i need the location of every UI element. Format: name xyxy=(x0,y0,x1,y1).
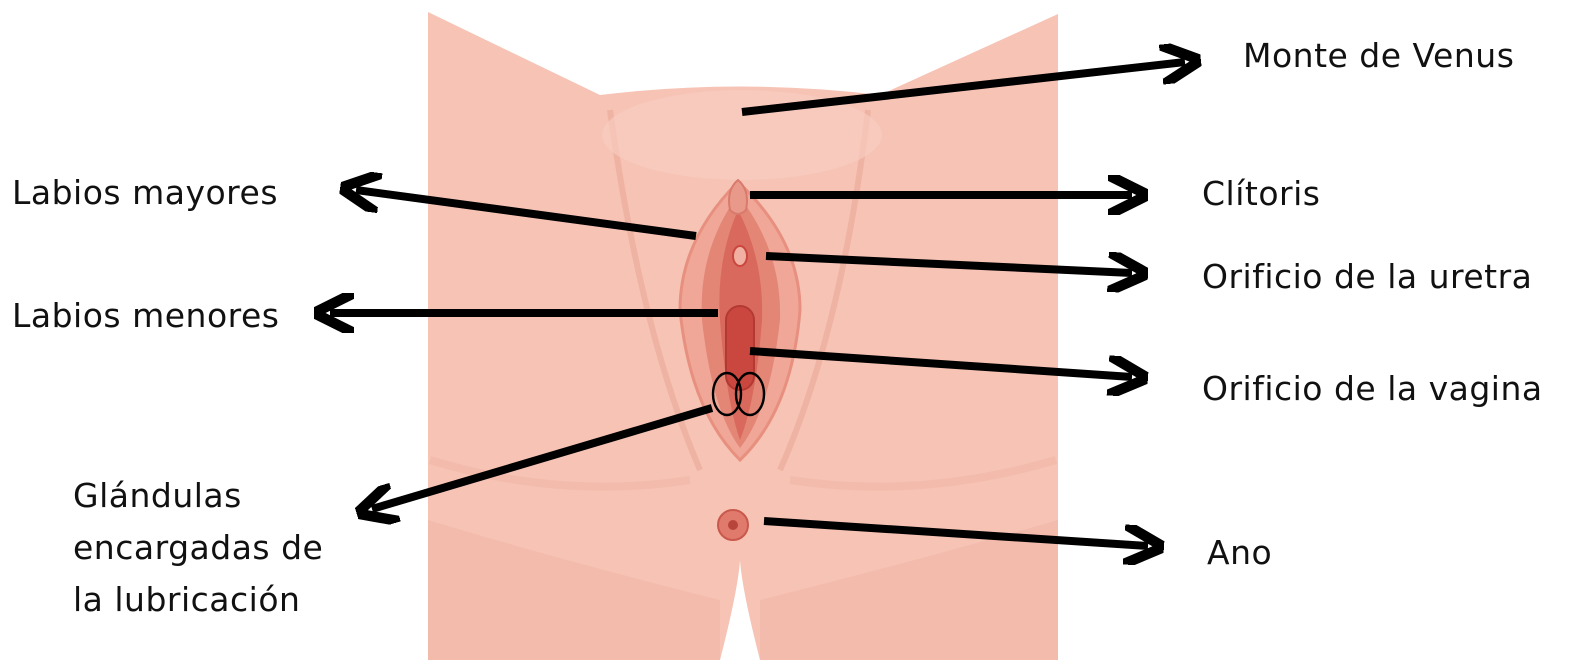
label-glandulas: Glándulas encargadas de la lubricación xyxy=(73,470,323,626)
label-clitoris: Clítoris xyxy=(1202,168,1320,220)
label-orificio-vagina: Orificio de la vagina xyxy=(1202,363,1543,415)
label-labios-menores: Labios menores xyxy=(12,290,280,342)
label-orificio-uretra: Orificio de la uretra xyxy=(1202,251,1532,303)
label-ano: Ano xyxy=(1207,527,1272,579)
label-glandulas-line-3: la lubricación xyxy=(73,574,323,626)
label-glandulas-line-1: Glándulas xyxy=(73,470,323,522)
label-glandulas-line-2: encargadas de xyxy=(73,522,323,574)
label-labios-mayores: Labios mayores xyxy=(12,167,278,219)
label-monte-de-venus: Monte de Venus xyxy=(1243,30,1514,82)
